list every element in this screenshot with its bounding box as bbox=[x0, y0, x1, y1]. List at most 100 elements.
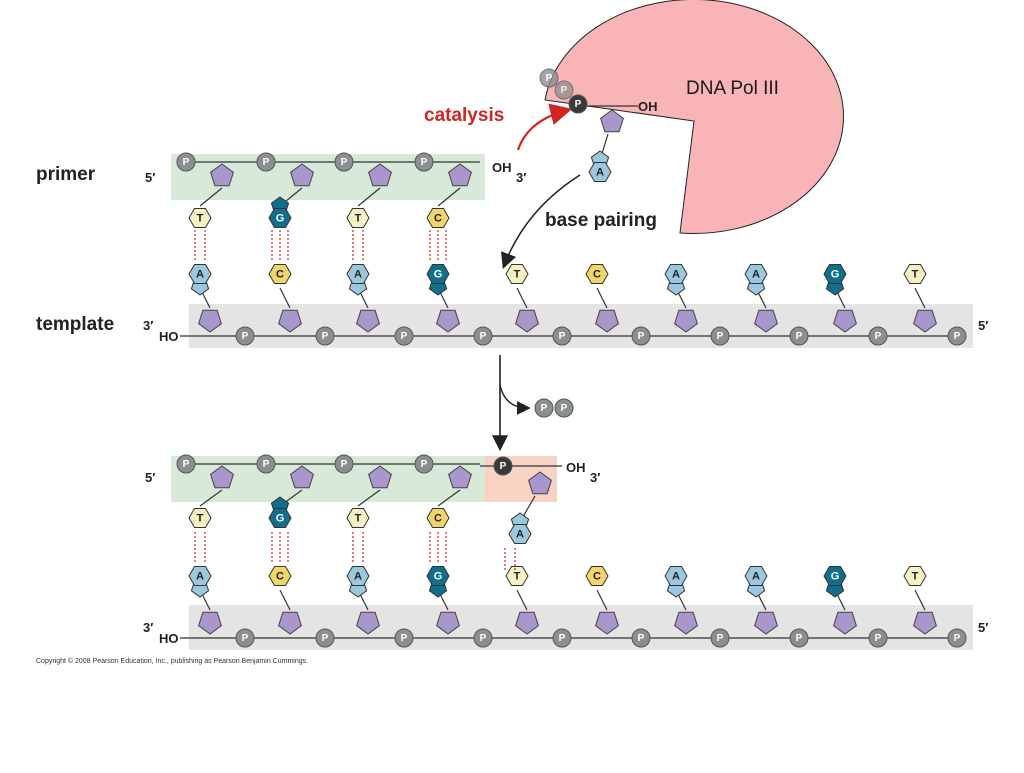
released-phosphate-0-letter: P bbox=[541, 403, 548, 414]
top-template-phosphate-9: P bbox=[947, 326, 967, 346]
top-primer-phosphate-3-letter: P bbox=[421, 157, 428, 168]
incoming-base: A bbox=[588, 150, 612, 182]
bottom-primer-phosphate-0-circle bbox=[176, 454, 196, 474]
top-template-base-3-six-ring bbox=[426, 264, 450, 284]
bottom-template-sugar-0 bbox=[198, 611, 222, 635]
bottom-hbonds-0 bbox=[194, 532, 206, 564]
top-template-phosphate-4: P bbox=[552, 326, 572, 346]
top-primer-phosphate-0-circle bbox=[176, 152, 196, 172]
bottom-template-sugar-2 bbox=[356, 611, 380, 635]
dna-pol-iii-label: DNA Pol III bbox=[686, 78, 779, 99]
top-primer-phosphate-3-circle bbox=[414, 152, 434, 172]
top-template-sugar-2 bbox=[356, 309, 380, 333]
bottom-template-phosphate-4-circle bbox=[552, 628, 572, 648]
bottom-template-phosphate-4-letter: P bbox=[559, 633, 566, 644]
bottom-primer-base-3-six-ring bbox=[426, 508, 450, 528]
top-primer-base-1: G bbox=[268, 196, 292, 228]
bottom-template-base-4: T bbox=[505, 566, 529, 586]
released-phosphate-1-circle bbox=[554, 398, 574, 418]
top-template-base-6-six-ring bbox=[664, 264, 688, 284]
bottom-template-phosphate-6-letter: P bbox=[717, 633, 724, 644]
bottom-template-phosphate-5-letter: P bbox=[638, 633, 645, 644]
top-primer-sugar-0 bbox=[210, 163, 234, 187]
bottom-template-phosphate-4: P bbox=[552, 628, 572, 648]
bottom-template-phosphate-0-circle bbox=[235, 628, 255, 648]
incoming-phosphate-beta-circle bbox=[554, 80, 574, 100]
bottom-template-sugar-7 bbox=[754, 611, 778, 635]
bottom-template-phosphate-5: P bbox=[631, 628, 651, 648]
bottom-template-phosphate-9-letter: P bbox=[954, 633, 961, 644]
bottom-template-base-9-six-ring bbox=[903, 566, 927, 586]
bottom-template-link-9 bbox=[914, 589, 926, 611]
top-template-base-9: T bbox=[903, 264, 927, 284]
top-template-sugar-8 bbox=[833, 309, 857, 333]
bottom-template-phosphate-3-circle bbox=[473, 628, 493, 648]
top-primer-base-2-six-ring bbox=[346, 208, 370, 228]
top-template-base-7: A bbox=[744, 264, 768, 296]
bottom-template-phosphate-9-circle bbox=[947, 628, 967, 648]
bottom-primer-base-1: G bbox=[268, 496, 292, 528]
bottom-primer-link-2 bbox=[357, 489, 381, 507]
bottom-template-base-1-six-ring bbox=[268, 566, 292, 586]
top-primer-link-0 bbox=[199, 187, 223, 207]
top-template-phosphate-6-letter: P bbox=[717, 331, 724, 342]
top-template-link-4 bbox=[516, 287, 528, 309]
incoming-phosphate-gamma-circle bbox=[539, 68, 559, 88]
bottom-template-base-7: A bbox=[744, 566, 768, 598]
top-template-base-3-letter: G bbox=[434, 269, 443, 281]
bottom-template-base-4-six-ring bbox=[505, 566, 529, 586]
top-template-base-0: A bbox=[188, 264, 212, 296]
top-template-phosphate-0-letter: P bbox=[242, 331, 249, 342]
primer-5prime-label-top: 5′ bbox=[145, 170, 155, 185]
bottom-template-phosphate-7-circle bbox=[789, 628, 809, 648]
top-primer-base-1-six-ring bbox=[268, 208, 292, 228]
top-template-base-6-letter: A bbox=[672, 269, 680, 281]
top-template-base-1-letter: C bbox=[276, 269, 284, 281]
template-5prime-label-top: 5′ bbox=[978, 318, 988, 333]
top-template-base-8: G bbox=[823, 264, 847, 296]
template-ho-bottom: HO bbox=[159, 631, 179, 646]
top-primer-base-2-letter: T bbox=[355, 213, 362, 225]
bottom-template-base-1: C bbox=[268, 566, 292, 586]
top-hbonds-0 bbox=[194, 230, 206, 262]
top-template-base-7-letter: A bbox=[752, 269, 760, 281]
top-template-phosphate-4-circle bbox=[552, 326, 572, 346]
released-phosphate-1: P bbox=[554, 398, 574, 418]
top-primer-phosphate-3: P bbox=[414, 152, 434, 172]
incoming-base-letter: A bbox=[596, 167, 604, 179]
top-hbonds-1 bbox=[271, 230, 289, 262]
top-template-phosphate-0: P bbox=[235, 326, 255, 346]
top-template-phosphate-5: P bbox=[631, 326, 651, 346]
top-template-phosphate-3-circle bbox=[473, 326, 493, 346]
catalysis-label: catalysis bbox=[424, 105, 504, 126]
bottom-template-phosphate-0-letter: P bbox=[242, 633, 249, 644]
top-template-base-0-letter: A bbox=[196, 269, 204, 281]
primer-label: primer bbox=[36, 164, 96, 185]
bottom-template-base-3-six-ring bbox=[426, 566, 450, 586]
top-template-base-4-letter: T bbox=[514, 269, 521, 281]
top-hbonds-2 bbox=[352, 230, 364, 262]
bottom-hbonds-2 bbox=[352, 532, 364, 564]
top-template-sugar-1 bbox=[278, 309, 302, 333]
top-primer-phosphate-2-letter: P bbox=[341, 157, 348, 168]
bottom-primer-base-1-letter: G bbox=[276, 513, 285, 525]
top-primer-phosphate-0: P bbox=[176, 152, 196, 172]
bottom-primer-base-0-six-ring bbox=[188, 508, 212, 528]
top-primer-link-3 bbox=[437, 187, 461, 207]
bottom-primer-phosphate-1: P bbox=[256, 454, 276, 474]
bottom-primer-phosphate-3-letter: P bbox=[421, 459, 428, 470]
top-template-link-1 bbox=[279, 287, 291, 309]
incoming-phosphate-beta-letter: P bbox=[561, 85, 568, 96]
released-phosphate-0-circle bbox=[534, 398, 554, 418]
bottom-primer-phosphate-2-letter: P bbox=[341, 459, 348, 470]
bottom-template-base-7-letter: A bbox=[752, 571, 760, 583]
top-primer-phosphate-2: P bbox=[334, 152, 354, 172]
bottom-template-phosphate-8-circle bbox=[868, 628, 888, 648]
top-template-phosphate-7-circle bbox=[789, 326, 809, 346]
top-template-phosphate-1-letter: P bbox=[322, 331, 329, 342]
bottom-primer-link-3 bbox=[437, 489, 461, 507]
bottom-template-base-9: T bbox=[903, 566, 927, 586]
bottom-template-phosphate-1-letter: P bbox=[322, 633, 329, 644]
top-primer-phosphate-0-letter: P bbox=[183, 157, 190, 168]
